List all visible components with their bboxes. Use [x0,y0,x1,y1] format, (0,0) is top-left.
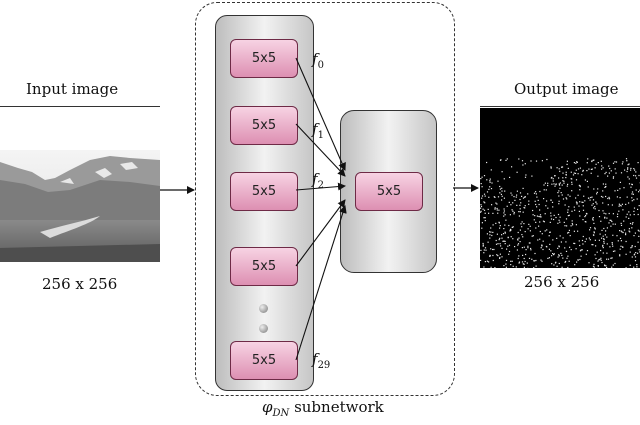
arrow-f3-to-merge [295,199,346,267]
output-image-size: 256 x 256 [524,273,600,291]
arrow-f1-to-merge [295,123,346,177]
arrow-f29-to-merge [295,205,347,361]
arrow-f2-to-merge [295,182,346,191]
filter-f1: 5x5 [230,106,298,145]
filter-f2: 5x5 [230,172,298,211]
filter-f0: 5x5 [230,39,298,78]
filter-label-f0: f0 [312,50,324,71]
input-title-underline [0,106,160,107]
filter-label-f1: f1 [312,120,324,141]
filter-f3: 5x5 [230,247,298,286]
output-edge-image [480,108,640,268]
input-image-title: Input image [26,80,119,98]
ellipsis-dot-bottom [259,324,268,333]
arrow-f0-to-merge [295,57,346,171]
output-title-underline [480,106,640,107]
filter-label-f29: f29 [312,350,331,371]
input-image-size: 256 x 256 [42,275,118,293]
subnetwork-caption: φDN subnetwork [262,398,384,419]
filter-f29: 5x5 [230,341,298,380]
merge-filter: 5x5 [355,172,423,211]
input-landscape-image [0,150,160,262]
filter-label-f2: f2 [312,170,324,191]
ellipsis-dot-top [259,304,268,313]
output-image-title: Output image [514,80,619,98]
